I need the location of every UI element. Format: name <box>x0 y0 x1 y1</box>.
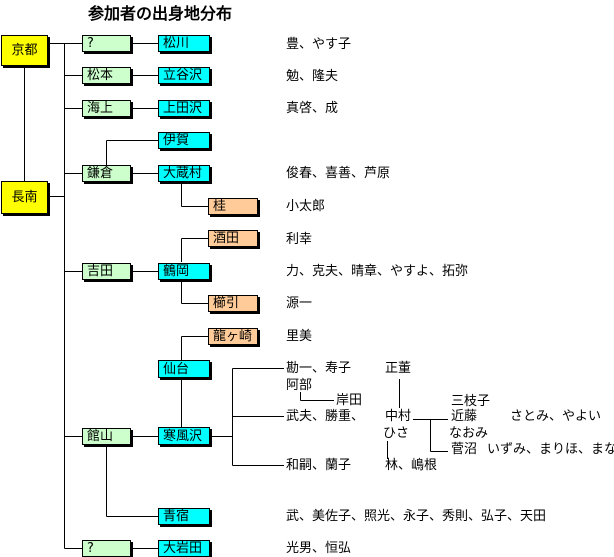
node-kamitazawa: 上田沢 <box>158 100 210 117</box>
node-label: 松本 <box>87 68 114 83</box>
node-tatsugasaki: 龍ヶ崎 <box>208 328 258 345</box>
node-kyoto: 京都 <box>1 35 48 66</box>
node-sendai: 仙台 <box>158 360 210 378</box>
names-tatsugasaki: 里美 <box>286 329 313 344</box>
node-label: 松川 <box>163 36 190 51</box>
names-tachiyazawa: 勉、隆夫 <box>286 69 339 84</box>
names-suganuma: 菅沼 <box>451 442 478 457</box>
names-kondo-children: さとみ、やよい <box>510 409 602 424</box>
node-kanpuzawa: 寒風沢 <box>158 427 210 445</box>
names-kishida: 岸田 <box>336 393 363 408</box>
node-label: 酒田 <box>213 231 240 246</box>
node-oiwata: 大岩田 <box>158 540 210 557</box>
node-label: 鶴岡 <box>163 264 190 279</box>
names-matsukawa: 豊、やす子 <box>286 37 352 52</box>
node-label: 青宿 <box>163 509 190 524</box>
node-tsuruoka: 鶴岡 <box>158 263 210 280</box>
node-label: 桂 <box>213 199 227 214</box>
node-label: 長南 <box>11 190 38 205</box>
node-label: 大蔵村 <box>163 166 203 181</box>
node-label: 吉田 <box>87 264 114 279</box>
names-kushibiki: 源一 <box>286 296 313 311</box>
node-kamakura: 鎌倉 <box>82 165 131 182</box>
node-aoyado: 青宿 <box>158 508 210 525</box>
names-abe: 阿部 <box>286 378 313 393</box>
node-nagaminami: 長南 <box>1 181 48 214</box>
names-tsuruoka: 力、克夫、晴章、やすよ、拓弥 <box>286 264 469 279</box>
names-kamitazawa: 真啓、成 <box>286 101 339 116</box>
names-aoyado: 武、美佐子、照光、永子、秀則、弘子、天田 <box>286 509 547 524</box>
names-katsura: 小太郎 <box>286 199 326 214</box>
node-label: 寒風沢 <box>163 428 203 444</box>
node-unknown-bottom: ? <box>82 540 131 557</box>
node-tateyama: 館山 <box>82 428 131 445</box>
node-kushibiki: 櫛引 <box>208 295 258 312</box>
names-naomi: なおみ <box>449 426 489 441</box>
node-label: 京都 <box>11 43 38 58</box>
node-label: ? <box>87 541 94 556</box>
names-miedako: 三枝子 <box>451 394 491 409</box>
node-label: 櫛引 <box>213 296 240 311</box>
names-kanpuzawa-3: 和嗣、蘭子 <box>286 458 352 473</box>
names-hisa: ひさ <box>383 426 410 441</box>
names-kanpuzawa-2: 武夫、勝重、 <box>286 409 365 424</box>
node-label: 立谷沢 <box>163 68 203 83</box>
node-label: 上田沢 <box>163 101 203 116</box>
node-label: 仙台 <box>163 361 190 377</box>
names-kondo: 近藤 <box>451 409 478 424</box>
names-oiwata: 光男、恒弘 <box>286 541 352 556</box>
node-matsumoto: 松本 <box>82 67 131 84</box>
names-okuramura: 俊春、喜善、芦原 <box>286 166 391 181</box>
diagram-title: 参加者の出身地分布 <box>88 4 233 23</box>
node-tachiyazawa: 立谷沢 <box>158 67 210 84</box>
node-label: 館山 <box>87 429 114 444</box>
node-label: 大岩田 <box>163 541 203 556</box>
node-sakata: 酒田 <box>208 230 258 247</box>
node-label: 龍ヶ崎 <box>213 329 253 344</box>
node-label: ? <box>87 36 94 51</box>
node-katsura: 桂 <box>208 198 258 215</box>
node-label: 伊賀 <box>163 133 190 148</box>
node-okuramura: 大蔵村 <box>158 165 210 182</box>
names-kanpuzawa-1: 勘一、寿子 <box>286 361 352 376</box>
node-matsukawa: 松川 <box>158 35 210 52</box>
node-iga: 伊賀 <box>158 132 210 149</box>
names-hayashi: 林、嶋根 <box>385 458 438 473</box>
node-label: 鎌倉 <box>87 166 114 181</box>
names-suganuma-children: いずみ、まりほ、まな <box>487 442 614 457</box>
node-yoshida: 吉田 <box>82 263 131 280</box>
names-nakamura: 中村 <box>385 409 412 424</box>
node-unknown-top: ? <box>82 35 131 52</box>
names-shotoku: 正董 <box>385 361 412 376</box>
node-label: 海上 <box>87 101 114 116</box>
node-kaijo: 海上 <box>82 100 131 117</box>
names-sakata: 利幸 <box>286 232 313 247</box>
